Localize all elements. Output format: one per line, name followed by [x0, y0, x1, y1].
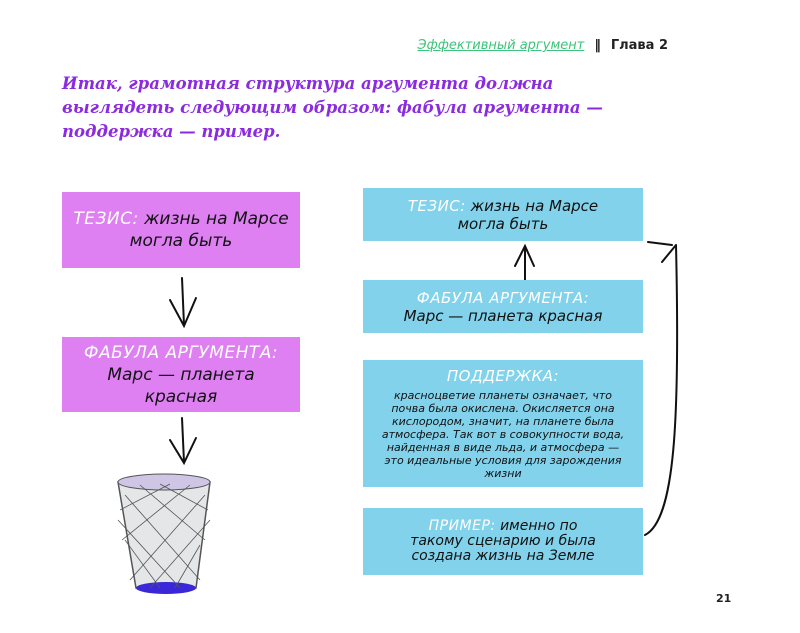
example-label: ПРИМЕР:: [428, 518, 496, 534]
running-header: Эффективный аргумент ‖ Глава 2: [418, 38, 668, 53]
right-example-box: ПРИМЕР: именно по такому сценарию и была…: [363, 508, 643, 575]
arrow-up-icon: [514, 243, 535, 281]
page-heading: Итак, грамотная структура аргумента долж…: [62, 74, 603, 141]
example-text: именно по такому сценарию и была создана…: [410, 518, 596, 564]
wastebasket-icon: [117, 473, 211, 594]
plot-text: Марс — планета красная: [403, 306, 603, 325]
support-text: красноцветие планеты означает, что почва…: [381, 389, 625, 480]
arrow-down-icon: [169, 417, 197, 466]
right-plot-box: ФАБУЛА АРГУМЕНТА: Марс — планета красная: [363, 280, 643, 333]
thesis-label: ТЕЗИС:: [407, 196, 466, 215]
plot-label: ФАБУЛА АРГУМЕНТА:: [83, 342, 279, 363]
book-title-link[interactable]: Эффективный аргумент: [417, 38, 585, 53]
separator: ‖: [594, 38, 601, 53]
plot-label: ФАБУЛА АРГУМЕНТА:: [416, 288, 590, 307]
thesis-text: жизнь на Марсе могла быть: [129, 209, 289, 251]
left-plot-box: ФАБУЛА АРГУМЕНТА: Марс — планета красная: [62, 337, 300, 412]
right-thesis-box: ТЕЗИС: жизнь на Марсе могла быть: [363, 188, 643, 241]
arrow-down-icon: [169, 277, 197, 329]
chapter-label: Глава 2: [610, 38, 668, 53]
page-number: 21: [716, 592, 732, 605]
curved-return-arrow-icon: [644, 241, 679, 536]
plot-text: Марс — планета красная: [107, 364, 255, 407]
thesis-label: ТЕЗИС:: [73, 209, 139, 229]
thesis-text: жизнь на Марсе могла быть: [457, 196, 599, 233]
right-support-box: ПОДДЕРЖКА: красноцветие планеты означает…: [363, 360, 643, 487]
support-label: ПОДДЕРЖКА:: [446, 367, 560, 385]
left-thesis-box: ТЕЗИС: жизнь на Марсе могла быть: [62, 192, 300, 268]
